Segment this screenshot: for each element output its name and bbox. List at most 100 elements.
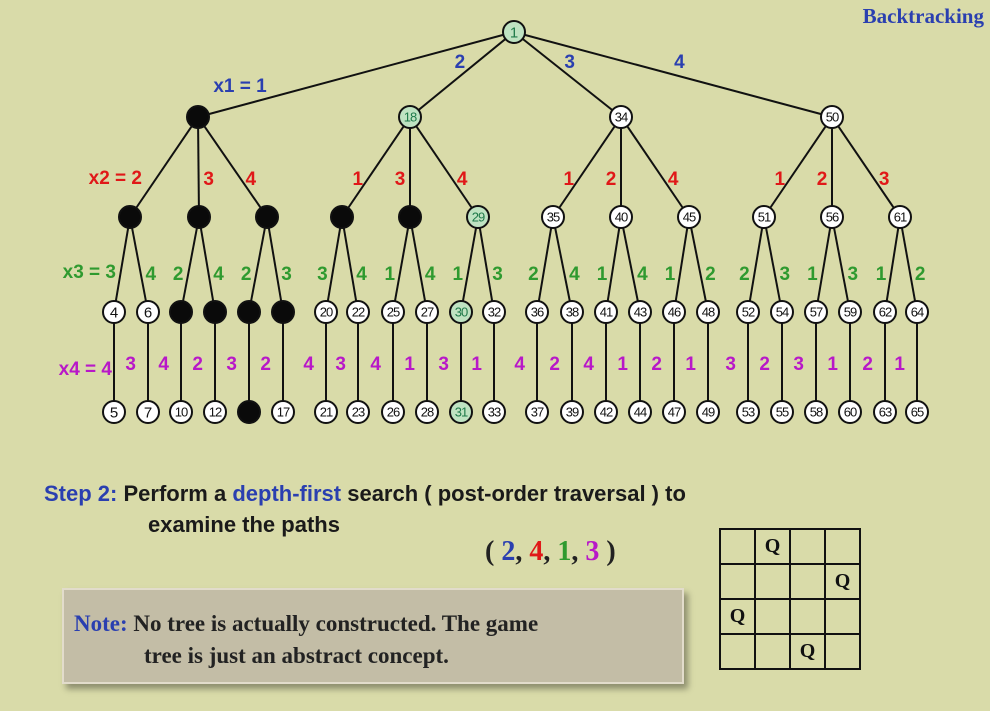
node-circle — [560, 300, 584, 324]
tree-node: 48 — [696, 300, 720, 324]
edge-label: 4 — [668, 169, 679, 190]
edge-label: 4 — [425, 264, 436, 285]
tree-node: 63 — [873, 400, 897, 424]
node-circle — [905, 400, 929, 424]
board-cell — [824, 598, 861, 635]
tree-edge — [409, 216, 428, 313]
node-number: 20 — [320, 305, 333, 320]
node-number: 12 — [209, 405, 222, 420]
tree-edge — [763, 116, 833, 218]
edge-label: 1 — [404, 354, 415, 375]
board-row: Q — [719, 633, 861, 670]
tree-edge — [341, 216, 359, 313]
tuple-x1: 2 — [501, 536, 516, 567]
tree-edge — [673, 216, 690, 313]
tuple-x4: 3 — [585, 536, 600, 567]
edge-label: 3 — [395, 169, 406, 190]
edge-label: x2 = 2 — [89, 168, 142, 189]
node-number: 61 — [894, 210, 907, 225]
tree-node: 7 — [136, 400, 160, 424]
tree-node: 57 — [804, 300, 828, 324]
board-cell — [719, 633, 756, 670]
edge-label: 1 — [617, 354, 628, 375]
tree-node: 12 — [203, 400, 227, 424]
tree-node — [330, 205, 354, 229]
edge-label: 3 — [564, 52, 575, 73]
tree-node: 58 — [804, 400, 828, 424]
tree-edge — [113, 216, 131, 313]
node-circle — [203, 300, 227, 324]
edge-label: 2 — [260, 354, 271, 375]
edge-label: 1 — [353, 169, 364, 190]
node-circle — [609, 105, 633, 129]
node-circle — [820, 105, 844, 129]
tuple-open-paren: ( — [485, 536, 495, 567]
tree-node: 37 — [525, 400, 549, 424]
node-circle — [187, 205, 211, 229]
edge-label: 4 — [457, 169, 468, 190]
tree-node: 51 — [752, 205, 776, 229]
edge-label: 2 — [705, 264, 716, 285]
edge-label: 3 — [226, 354, 237, 375]
board-cell — [789, 598, 826, 635]
board-row: Q — [719, 528, 861, 565]
node-circle — [398, 205, 422, 229]
edge-label: 2 — [173, 264, 184, 285]
tree-node — [187, 205, 211, 229]
tree-node: 29 — [466, 205, 490, 229]
node-circle — [169, 300, 193, 324]
tree-node: 53 — [736, 400, 760, 424]
tree-node: 49 — [696, 400, 720, 424]
board-row: Q — [719, 563, 861, 600]
step-text-b: search ( post-order traversal ) to — [347, 481, 686, 506]
node-circle — [770, 300, 794, 324]
node-circle — [102, 400, 126, 424]
tree-node: 23 — [346, 400, 370, 424]
edge-label: 2 — [549, 354, 560, 375]
node-number: 57 — [810, 305, 823, 320]
tree-node: 34 — [609, 105, 633, 129]
tree-node: 41 — [594, 300, 618, 324]
node-number: 65 — [911, 405, 924, 420]
node-circle — [237, 300, 261, 324]
tree-node: 27 — [415, 300, 439, 324]
node-circle — [594, 400, 618, 424]
edge-label: 1 — [775, 169, 786, 190]
node-circle — [525, 400, 549, 424]
tree-node: 21 — [314, 400, 338, 424]
node-number: 52 — [742, 305, 755, 320]
step-text-a: Perform a — [123, 481, 227, 506]
queen-cell: Q — [824, 563, 861, 600]
edge-label: 3 — [281, 264, 292, 285]
edge-label: 3 — [793, 354, 804, 375]
node-number: 56 — [826, 210, 839, 225]
node-number: 32 — [488, 305, 501, 320]
node-number: 1 — [510, 24, 518, 41]
tree-edge — [747, 216, 765, 313]
node-circle — [314, 400, 338, 424]
node-circle — [118, 205, 142, 229]
node-number: 29 — [472, 210, 485, 225]
node-number: 7 — [144, 404, 152, 421]
note-text-1: No tree is actually constructed. The gam… — [133, 611, 539, 636]
tree-node: 32 — [482, 300, 506, 324]
node-circle — [888, 205, 912, 229]
tree-node — [186, 105, 210, 129]
edge-label: 1 — [597, 264, 608, 285]
queen-cell: Q — [789, 633, 826, 670]
tree-edge — [197, 31, 515, 118]
tree-edges — [113, 31, 918, 412]
tree-node: 45 — [677, 205, 701, 229]
tree-node: 38 — [560, 300, 584, 324]
tuple-sep-3: , — [571, 536, 579, 567]
edge-label: 3 — [780, 264, 791, 285]
tree-edge — [831, 116, 901, 218]
tree-node — [237, 300, 261, 324]
node-circle — [330, 205, 354, 229]
step-label: Step 2: — [44, 481, 118, 506]
tree-edge — [688, 216, 709, 313]
tree-node: 64 — [905, 300, 929, 324]
node-circle — [804, 300, 828, 324]
